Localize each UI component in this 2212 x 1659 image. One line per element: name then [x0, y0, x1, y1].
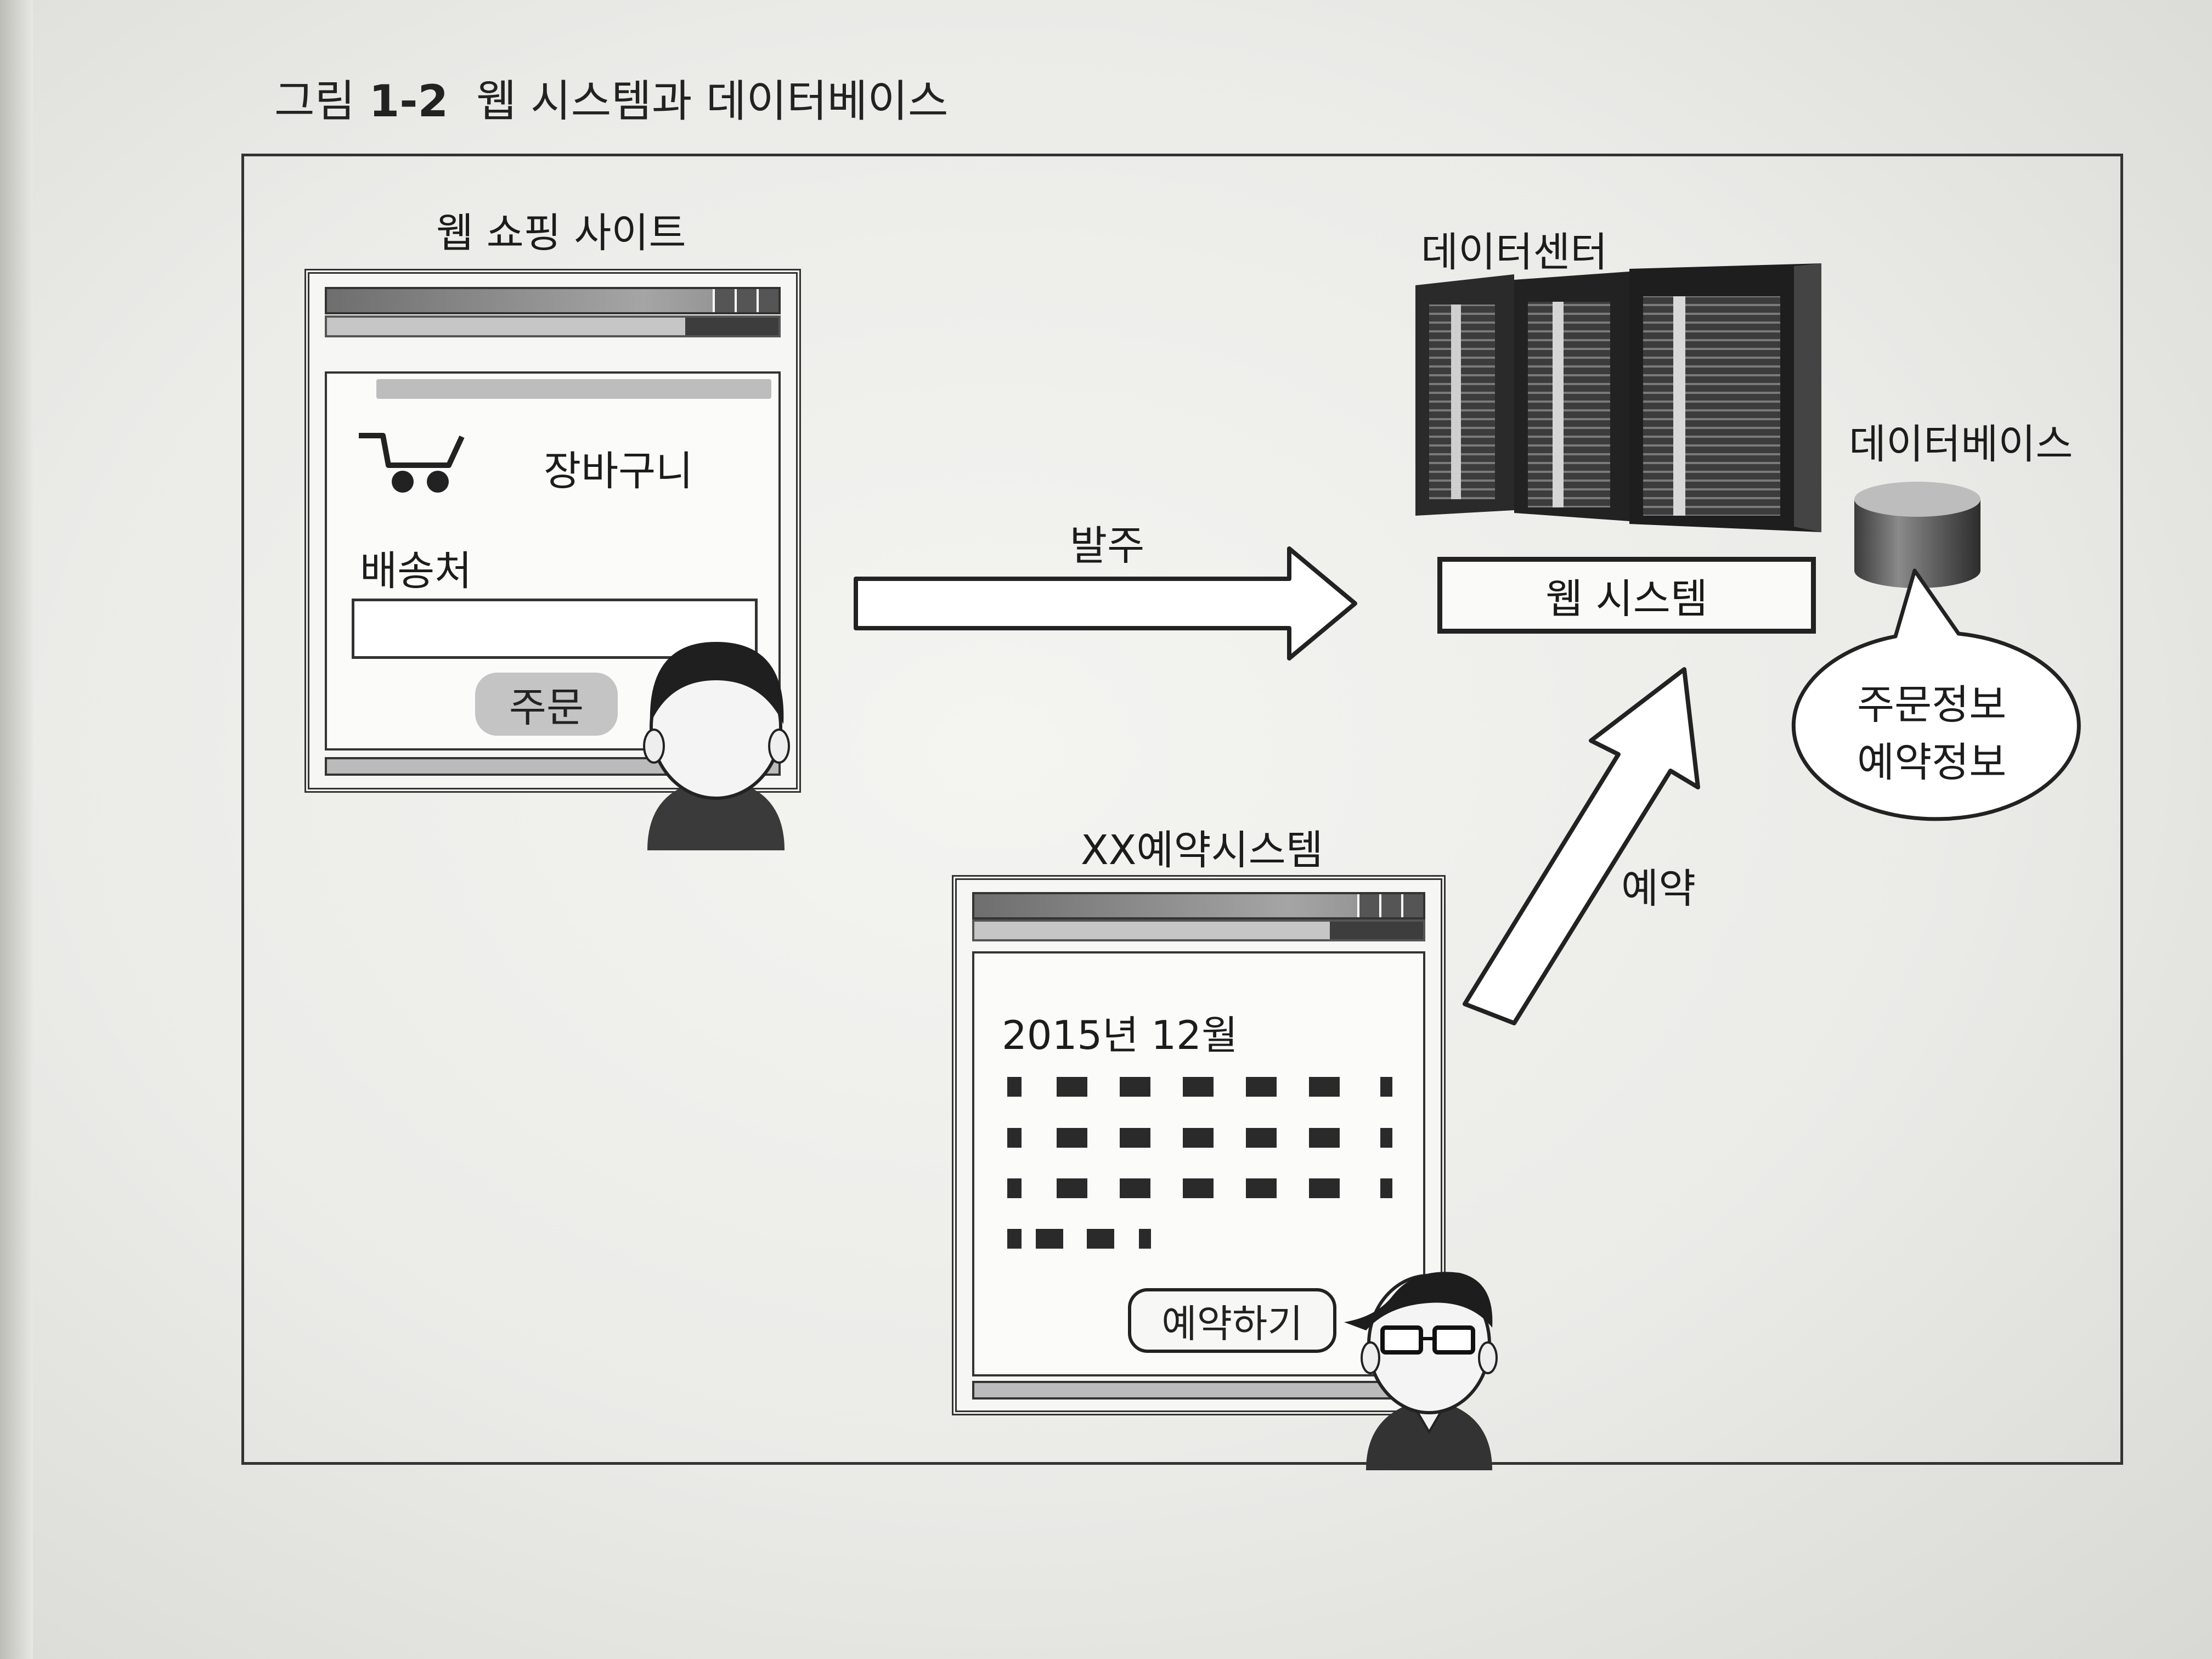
calendar-day[interactable]: [1309, 1077, 1340, 1097]
calendar-day[interactable]: [1380, 1077, 1392, 1097]
database-label: 데이터베이스: [1849, 421, 2073, 468]
calendar-day[interactable]: [1246, 1178, 1277, 1198]
reservation-window-titlebar: [972, 892, 1425, 919]
reservation-arrow-icon: [1463, 667, 1700, 1025]
server-rack-icon: [1415, 263, 1821, 532]
calendar-day[interactable]: [1246, 1077, 1277, 1097]
calendar-day[interactable]: [1087, 1229, 1114, 1249]
calendar-day[interactable]: [1007, 1229, 1022, 1249]
calendar-day[interactable]: [1120, 1077, 1150, 1097]
reservation-info-text: 예약정보: [1857, 739, 2007, 786]
calendar-day[interactable]: [1057, 1178, 1087, 1198]
calendar-day[interactable]: [1057, 1077, 1087, 1097]
calendar-day[interactable]: [1246, 1128, 1277, 1148]
shop-window-titlebar: [325, 287, 781, 314]
shop-site-title: 웹 쇼핑 사이트: [436, 210, 686, 257]
shop-site-window: 장바구니 배송처 주문: [304, 269, 801, 793]
calendar-day[interactable]: [1309, 1128, 1340, 1148]
order-arrow-label: 발주: [1070, 522, 1145, 569]
web-system-box: 웹 시스템: [1437, 557, 1816, 634]
calendar-day[interactable]: [1120, 1128, 1150, 1148]
calendar-day[interactable]: [1183, 1077, 1214, 1097]
calendar-day[interactable]: [1183, 1178, 1214, 1198]
woman-user-avatar: [643, 642, 790, 850]
cart-label[interactable]: 장바구니: [544, 448, 693, 495]
calendar-day[interactable]: [1120, 1178, 1150, 1198]
figure-caption: 그림 1-2 웹 시스템과 데이터베이스: [274, 66, 949, 129]
reserve-button[interactable]: 예약하기: [1128, 1288, 1336, 1353]
caption-title: 웹 시스템과 데이터베이스: [476, 76, 949, 127]
order-info-text: 주문정보: [1857, 681, 2007, 729]
datacenter-label: 데이터센터: [1421, 229, 1608, 276]
reservation-arrow-label: 예약: [1621, 865, 1696, 912]
calendar-day[interactable]: [1139, 1229, 1151, 1249]
shopping-cart-icon[interactable]: [354, 426, 475, 497]
calendar-day[interactable]: [1380, 1128, 1392, 1148]
shop-banner-bar: [376, 379, 771, 399]
calendar-day[interactable]: [1309, 1178, 1340, 1198]
calendar-day[interactable]: [1007, 1077, 1022, 1097]
caption-number: 1-2: [369, 76, 449, 127]
order-button[interactable]: 주문: [475, 673, 618, 736]
reservation-window-statusbar: [972, 1381, 1425, 1400]
shop-window-addressbar[interactable]: [325, 315, 781, 337]
calendar-day[interactable]: [1183, 1128, 1214, 1148]
address-label: 배송처: [360, 548, 472, 595]
calendar-day[interactable]: [1057, 1128, 1087, 1148]
figure-frame: [241, 154, 2123, 1465]
page-edge-shadow: [0, 0, 33, 1659]
order-arrow-icon: [854, 546, 1357, 661]
window-controls[interactable]: [1357, 894, 1423, 917]
calendar-month-label: 2015년 12월: [1002, 1012, 1238, 1058]
calendar-day[interactable]: [1036, 1229, 1063, 1249]
caption-prefix: 그림: [274, 76, 356, 127]
reservation-content-area: 2015년 12월: [972, 951, 1425, 1376]
reservation-system-title: XX예약시스템: [1081, 827, 1323, 874]
calendar-day[interactable]: [1007, 1128, 1022, 1148]
reservation-window-addressbar[interactable]: [972, 919, 1425, 941]
man-user-avatar: [1344, 1272, 1498, 1470]
calendar-day[interactable]: [1380, 1178, 1392, 1198]
database-cylinder-icon: [1854, 482, 1980, 588]
window-controls[interactable]: [713, 289, 778, 312]
database-speech-bubble: [1791, 568, 2081, 821]
calendar-day[interactable]: [1007, 1178, 1022, 1198]
